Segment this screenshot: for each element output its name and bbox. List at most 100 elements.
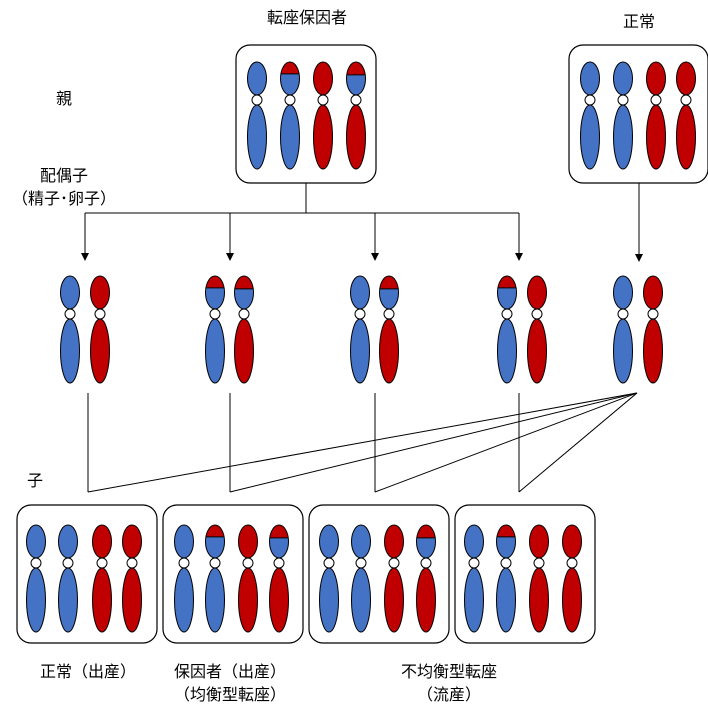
chromosome-short-arm	[350, 276, 370, 309]
gamete-2-red-blue-band-2	[234, 275, 254, 384]
chromosome-long-arm	[350, 318, 370, 384]
chromosome-long-arm	[280, 104, 300, 170]
chromosome-long-arm	[26, 567, 46, 633]
outcome-unbalanced-sublabel: （流産）	[416, 685, 482, 704]
connector-line	[229, 392, 638, 493]
chromosome-short-arm	[313, 62, 333, 95]
child-label: 子	[27, 471, 44, 490]
child-1-blue-1	[26, 524, 46, 633]
chromosome-long-arm	[464, 567, 484, 633]
outcome-balanced-sublabel: （均衡型転座）	[173, 685, 287, 704]
chromosome-short-arm	[174, 525, 194, 558]
normal-parent-red-4	[676, 61, 696, 170]
centromere	[209, 308, 221, 320]
translocated-segment	[280, 62, 300, 74]
child-4-blue-red-tip-2	[496, 524, 516, 633]
chromosome-short-arm	[60, 276, 80, 309]
chromosome-short-arm	[319, 525, 339, 558]
chromosome-long-arm	[319, 567, 339, 633]
connector-line	[518, 392, 638, 493]
chromosome-short-arm	[613, 62, 633, 95]
chromosome-short-arm	[643, 276, 663, 309]
chromosome-short-arm	[527, 276, 547, 309]
chromosome-long-arm	[269, 567, 289, 633]
chromosome-long-arm	[205, 567, 225, 633]
child-2-red-3	[238, 524, 258, 633]
chromosome-long-arm	[580, 104, 600, 170]
carrier-parent-blue-red-tip-2	[280, 61, 300, 170]
centromere	[354, 308, 366, 320]
chromosome-long-arm	[351, 567, 371, 633]
centromere	[680, 94, 692, 106]
chromosome-long-arm	[234, 318, 254, 384]
chromosome-long-arm	[58, 567, 78, 633]
translocated-segment	[346, 74, 366, 95]
child-1-red-4	[122, 524, 142, 633]
translocated-segment	[234, 288, 254, 309]
gamete-sublabel: （精子･卵子）	[11, 189, 117, 208]
chromosome-long-arm	[613, 318, 633, 384]
child-4-red-3	[529, 524, 549, 633]
chromosome-short-arm	[676, 62, 696, 95]
chromosome-short-arm	[646, 62, 666, 95]
child-2-red-blue-band-4	[269, 524, 289, 633]
child-2-blue-red-tip-2	[205, 524, 225, 633]
centromere	[64, 308, 76, 320]
centromere	[617, 308, 629, 320]
normal-parent-red-3	[646, 61, 666, 170]
child-1-blue-2	[58, 524, 78, 633]
carrier-parent-blue-1	[247, 61, 267, 170]
centromere	[238, 308, 250, 320]
chromosome-long-arm	[205, 318, 225, 384]
normal-parent-label: 正常	[622, 12, 656, 31]
gamete-2-blue-red-tip-1	[205, 275, 225, 384]
outcome-normal-label: 正常（出産）	[39, 662, 137, 681]
child-3-blue-2	[351, 524, 371, 633]
gamete-label: 配偶子	[39, 166, 89, 185]
chromosome-short-arm	[58, 525, 78, 558]
child-2-blue-1	[174, 524, 194, 633]
centromere	[584, 94, 596, 106]
chromosome-short-arm	[562, 525, 582, 558]
child-3-red-blue-band-4	[416, 524, 436, 633]
chromosome-short-arm	[464, 525, 484, 558]
centromere	[355, 557, 367, 569]
centromere	[30, 557, 42, 569]
child-box-2	[162, 504, 304, 644]
chromosome-long-arm	[416, 567, 436, 633]
child-3-blue-1	[319, 524, 339, 633]
chromosome-short-arm	[122, 525, 142, 558]
chromosome-long-arm	[346, 104, 366, 170]
centromere	[531, 308, 543, 320]
centromere	[350, 94, 362, 106]
chromosome-short-arm	[247, 62, 267, 95]
normal-parent-blue-1	[580, 61, 600, 170]
gamete-3-blue-1	[350, 275, 370, 384]
translocated-segment	[416, 537, 436, 558]
chromosome-long-arm	[174, 567, 194, 633]
gamete-3-red-blue-band-2	[379, 275, 399, 384]
chromosome-long-arm	[247, 104, 267, 170]
normal-parent-blue-2	[613, 61, 633, 170]
chromosome-short-arm	[580, 62, 600, 95]
chromosome-long-arm	[313, 104, 333, 170]
child-1-red-3	[92, 524, 112, 633]
centromere	[500, 557, 512, 569]
child-box-3	[308, 504, 450, 644]
chromosome-long-arm	[92, 567, 112, 633]
chromosome-short-arm	[26, 525, 46, 558]
translocated-segment	[205, 276, 225, 288]
centromere	[126, 557, 138, 569]
inheritance-lines	[81, 183, 643, 493]
chromosome-short-arm	[92, 525, 112, 558]
centromere	[420, 557, 432, 569]
translocated-segment	[205, 525, 225, 537]
chromosome-short-arm	[613, 276, 633, 309]
chromosome-long-arm	[562, 567, 582, 633]
translocated-segment	[379, 288, 399, 309]
child-box-4	[454, 504, 596, 644]
chromosome-short-arm	[238, 525, 258, 558]
centromere	[617, 94, 629, 106]
chromosome-long-arm	[238, 567, 258, 633]
